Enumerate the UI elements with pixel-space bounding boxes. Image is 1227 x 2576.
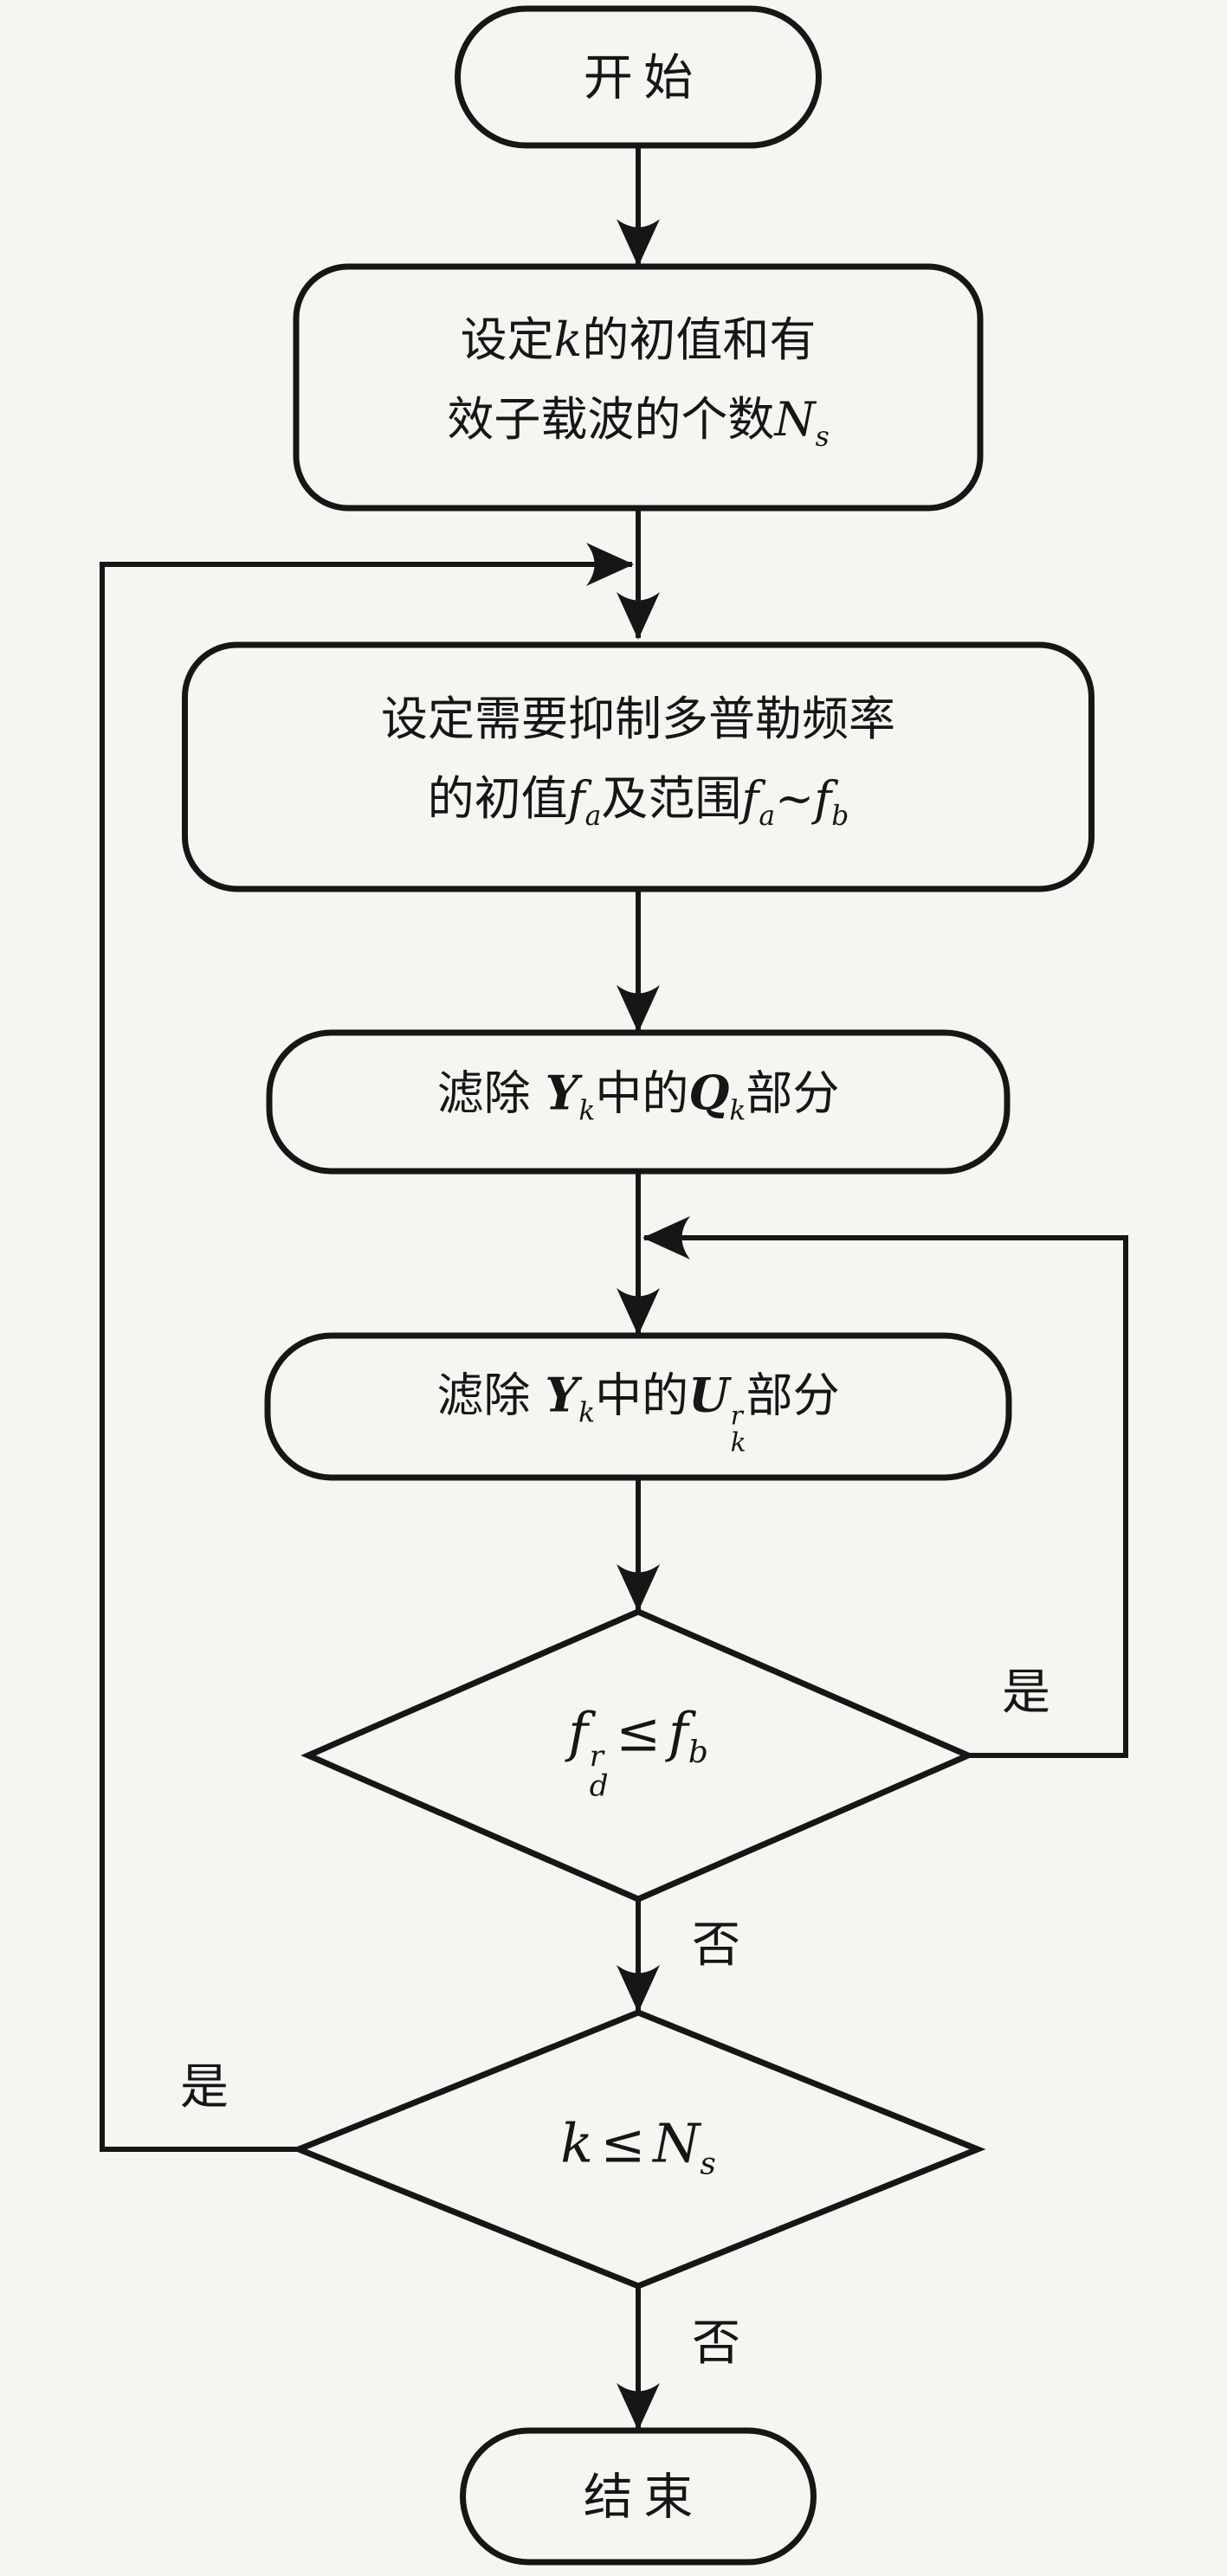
decision-k-label: k≤Ns <box>560 2116 716 2182</box>
var-N: N <box>774 392 816 448</box>
text-run: 效子载波的个数 <box>447 392 775 448</box>
end-node-shape <box>460 2427 817 2566</box>
text-run: 滤除 <box>436 1368 546 1423</box>
text-run: 中的 <box>595 1368 689 1423</box>
var-Y: Y <box>545 1367 579 1423</box>
var-U-sub: k <box>730 1427 746 1459</box>
text-run: 设定需要抑制多普勒频率 <box>381 692 895 747</box>
init-line-1: 设定k的初值和有 <box>447 300 829 380</box>
edge-loop-yes-fd <box>643 1216 1128 1758</box>
text-run: 部分 <box>746 1066 840 1121</box>
branch-label-yes-k: 是 <box>180 2059 229 2116</box>
var-U-sup: r <box>730 1401 743 1432</box>
var-fb-sub: b <box>831 800 849 832</box>
init-line-2: 效子载波的个数Ns <box>447 380 829 477</box>
var-Y-sub: k <box>578 1397 596 1429</box>
var-fd: f <box>568 1700 589 1764</box>
text-run: 设定 <box>460 312 554 368</box>
var-U: U <box>688 1367 730 1423</box>
var-fb: f <box>814 771 832 827</box>
filter-u-node-shape <box>264 1332 1012 1481</box>
leq-operator: ≤ <box>600 2111 646 2175</box>
text-run: 及范围 <box>601 771 742 827</box>
var-N-sub: s <box>700 2146 716 2182</box>
edge-loop-yes-k <box>100 543 634 2152</box>
init-node-label: 设定k的初值和有 效子载波的个数Ns <box>447 300 829 477</box>
var-k: k <box>553 312 583 368</box>
branch-label-no-fd: 否 <box>692 1917 740 1974</box>
text-run: 的初值和有 <box>582 312 817 368</box>
text-run: 中的 <box>595 1066 689 1121</box>
start-node-label: 开始 <box>583 49 704 106</box>
tilde: ~ <box>775 771 815 827</box>
var-fa: f <box>567 771 585 827</box>
var-fa2: f <box>741 771 759 827</box>
decision-k-shape <box>290 2009 986 2289</box>
var-fd-sub: d <box>589 1768 609 1804</box>
var-Y-sub: k <box>578 1095 596 1127</box>
text-run: 的初值 <box>427 771 568 827</box>
text-run: 滤除 <box>436 1066 546 1121</box>
branch-label-no-k: 否 <box>692 2315 740 2372</box>
text-run: 部分 <box>746 1368 840 1423</box>
var-fb: f <box>668 1700 688 1764</box>
doppler-node-shape <box>182 641 1095 892</box>
var-Q-sub: k <box>729 1095 746 1127</box>
decision-fd-shape <box>300 1608 976 1903</box>
end-node-label: 结束 <box>583 2469 704 2526</box>
var-fa-sub: a <box>584 800 602 832</box>
var-Q: Q <box>688 1065 730 1121</box>
start-node-shape <box>455 5 822 149</box>
var-fd-sup: r <box>589 1739 604 1774</box>
doppler-line-1: 设定需要抑制多普勒频率 <box>381 679 895 759</box>
var-N-sub: s <box>815 421 830 453</box>
doppler-line-2: 的初值fa及范围fa~fb <box>381 759 895 856</box>
branch-label-yes-fd: 是 <box>1002 1665 1050 1721</box>
filter-q-node-label: 滤除 Yk中的Qk部分 <box>437 1053 840 1151</box>
leq-operator: ≤ <box>616 1700 662 1764</box>
var-N: N <box>653 2111 701 2175</box>
doppler-node-label: 设定需要抑制多普勒频率 的初值fa及范围fa~fb <box>381 679 895 856</box>
init-node-shape <box>293 263 984 512</box>
var-fb-sub: b <box>688 1735 708 1771</box>
var-Y: Y <box>545 1065 579 1121</box>
var-fa2-sub: a <box>759 800 776 832</box>
var-k: k <box>560 2111 593 2175</box>
filter-q-node-shape <box>266 1029 1011 1175</box>
